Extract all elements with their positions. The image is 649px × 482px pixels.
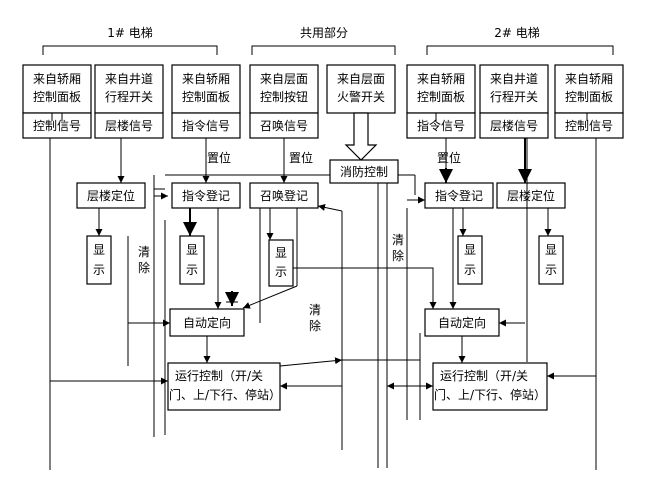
- command-register-box-left: 指令登记: [171, 182, 241, 209]
- source-box-l2: 来自井道 行程开关: [94, 64, 164, 114]
- group-label-left: 1# 电梯: [107, 26, 153, 40]
- auto-direction-box-left: 自动定向: [169, 308, 245, 337]
- group-label-right: 2# 电梯: [494, 26, 540, 40]
- run-control-box-left: 运行控制（开/关 门、上/下行、停站）: [167, 362, 281, 411]
- floor-position-box-left: 层楼定位: [76, 182, 146, 209]
- signal-box-l2: 层楼信号: [94, 112, 164, 139]
- svg-text:自动定向: 自动定向: [183, 315, 231, 330]
- svg-text:示: 示: [545, 263, 557, 277]
- clear-label-2: 清 除: [309, 303, 321, 333]
- svg-text:显: 显: [93, 243, 105, 257]
- svg-text:来自轿厢: 来自轿厢: [33, 71, 81, 86]
- svg-text:显: 显: [464, 243, 476, 257]
- source-box-r1: 来自轿厢 控制面板: [406, 64, 476, 114]
- svg-text:指令信号: 指令信号: [417, 118, 465, 133]
- svg-text:显: 显: [275, 246, 287, 260]
- set-label-left: 置位: [207, 150, 231, 165]
- svg-text:指令登记: 指令登记: [182, 188, 230, 203]
- svg-text:来自轿厢: 来自轿厢: [565, 71, 613, 86]
- svg-text:门、上/下行、停站）: 门、上/下行、停站）: [434, 387, 546, 402]
- display-box-5: 显 示: [538, 235, 564, 285]
- brace-middle: [251, 45, 396, 55]
- svg-text:行程开关: 行程开关: [105, 89, 153, 104]
- signal-box-r2: 层楼信号: [479, 112, 549, 139]
- svg-text:控制面板: 控制面板: [417, 90, 465, 104]
- brace-right: [426, 45, 614, 55]
- floor-position-box-right: 层楼定位: [496, 182, 566, 209]
- hollow-arrow-fire: [344, 112, 378, 161]
- svg-text:来自井道: 来自井道: [105, 72, 153, 86]
- call-register-box: 召唤登记: [249, 182, 319, 209]
- svg-text:运行控制（开/关: 运行控制（开/关: [175, 369, 263, 383]
- svg-text:火警开关: 火警开关: [337, 89, 385, 104]
- svg-text:来自井道: 来自井道: [490, 72, 538, 86]
- svg-text:示: 示: [275, 265, 287, 279]
- svg-text:除: 除: [138, 260, 150, 275]
- svg-text:来自轿厢: 来自轿厢: [182, 71, 230, 86]
- display-box-1: 显 示: [86, 235, 112, 285]
- source-box-l3: 来自轿厢 控制面板: [171, 64, 241, 114]
- signal-box-l1: 控制信号: [22, 112, 92, 139]
- svg-text:除: 除: [392, 248, 404, 263]
- brace-left: [42, 45, 218, 55]
- svg-text:清: 清: [138, 245, 150, 259]
- connector-lines: [49, 113, 597, 470]
- svg-text:门、上/下行、停站）: 门、上/下行、停站）: [169, 387, 281, 402]
- svg-text:指令登记: 指令登记: [435, 188, 483, 203]
- svg-text:示: 示: [186, 263, 198, 277]
- svg-text:控制信号: 控制信号: [565, 119, 613, 133]
- svg-text:层楼定位: 层楼定位: [507, 188, 555, 203]
- svg-text:指令信号: 指令信号: [182, 118, 230, 133]
- svg-text:控制面板: 控制面板: [565, 90, 613, 104]
- display-box-2: 显 示: [179, 235, 205, 285]
- svg-text:显: 显: [186, 243, 198, 257]
- svg-text:清: 清: [392, 233, 404, 247]
- clear-label-3: 清 除: [392, 233, 404, 263]
- svg-text:控制面板: 控制面板: [182, 90, 230, 104]
- group-label-middle: 共用部分: [300, 25, 348, 40]
- svg-text:显: 显: [545, 243, 557, 257]
- svg-text:除: 除: [309, 318, 321, 333]
- set-label-right: 置位: [437, 150, 461, 165]
- auto-direction-box-right: 自动定向: [424, 308, 500, 337]
- source-box-l1: 来自轿厢 控制面板: [22, 64, 92, 114]
- svg-text:清: 清: [309, 303, 321, 317]
- svg-text:示: 示: [93, 263, 105, 277]
- svg-text:行程开关: 行程开关: [490, 89, 538, 104]
- set-label-middle: 置位: [289, 150, 313, 165]
- svg-text:层楼定位: 层楼定位: [87, 188, 135, 203]
- svg-text:来自轿厢: 来自轿厢: [417, 71, 465, 86]
- run-control-box-right: 运行控制（开/关 门、上/下行、停站）: [432, 362, 548, 411]
- svg-text:召唤登记: 召唤登记: [260, 188, 308, 203]
- svg-text:层楼信号: 层楼信号: [490, 118, 538, 133]
- svg-text:消防控制: 消防控制: [340, 164, 388, 179]
- signal-box-m1: 召唤信号: [249, 112, 319, 139]
- svg-text:召唤信号: 召唤信号: [260, 119, 308, 133]
- svg-text:示: 示: [464, 263, 476, 277]
- svg-text:层楼信号: 层楼信号: [105, 118, 153, 133]
- svg-text:控制面板: 控制面板: [33, 90, 81, 104]
- source-box-m2: 来自层面 火警开关: [326, 64, 396, 114]
- svg-text:控制按钮: 控制按钮: [260, 89, 308, 104]
- svg-text:来自层面: 来自层面: [260, 72, 308, 86]
- display-box-4: 显 示: [457, 235, 483, 285]
- command-register-box-right: 指令登记: [424, 182, 494, 209]
- signal-box-l3: 指令信号: [171, 112, 241, 139]
- signal-box-r3: 控制信号: [554, 112, 624, 139]
- source-box-r2: 来自井道 行程开关: [479, 64, 549, 114]
- source-box-m1: 来自层面 控制按钮: [249, 64, 319, 114]
- svg-text:自动定向: 自动定向: [438, 315, 486, 330]
- signal-box-r1: 指令信号: [406, 112, 476, 139]
- clear-label-1: 清 除: [138, 245, 150, 275]
- fire-control-box: 消防控制: [329, 159, 399, 184]
- source-box-r3: 来自轿厢 控制面板: [554, 64, 624, 114]
- display-box-3: 显 示: [268, 239, 294, 287]
- svg-text:控制信号: 控制信号: [33, 119, 81, 133]
- svg-text:来自层面: 来自层面: [337, 72, 385, 86]
- svg-text:运行控制（开/关: 运行控制（开/关: [440, 369, 528, 383]
